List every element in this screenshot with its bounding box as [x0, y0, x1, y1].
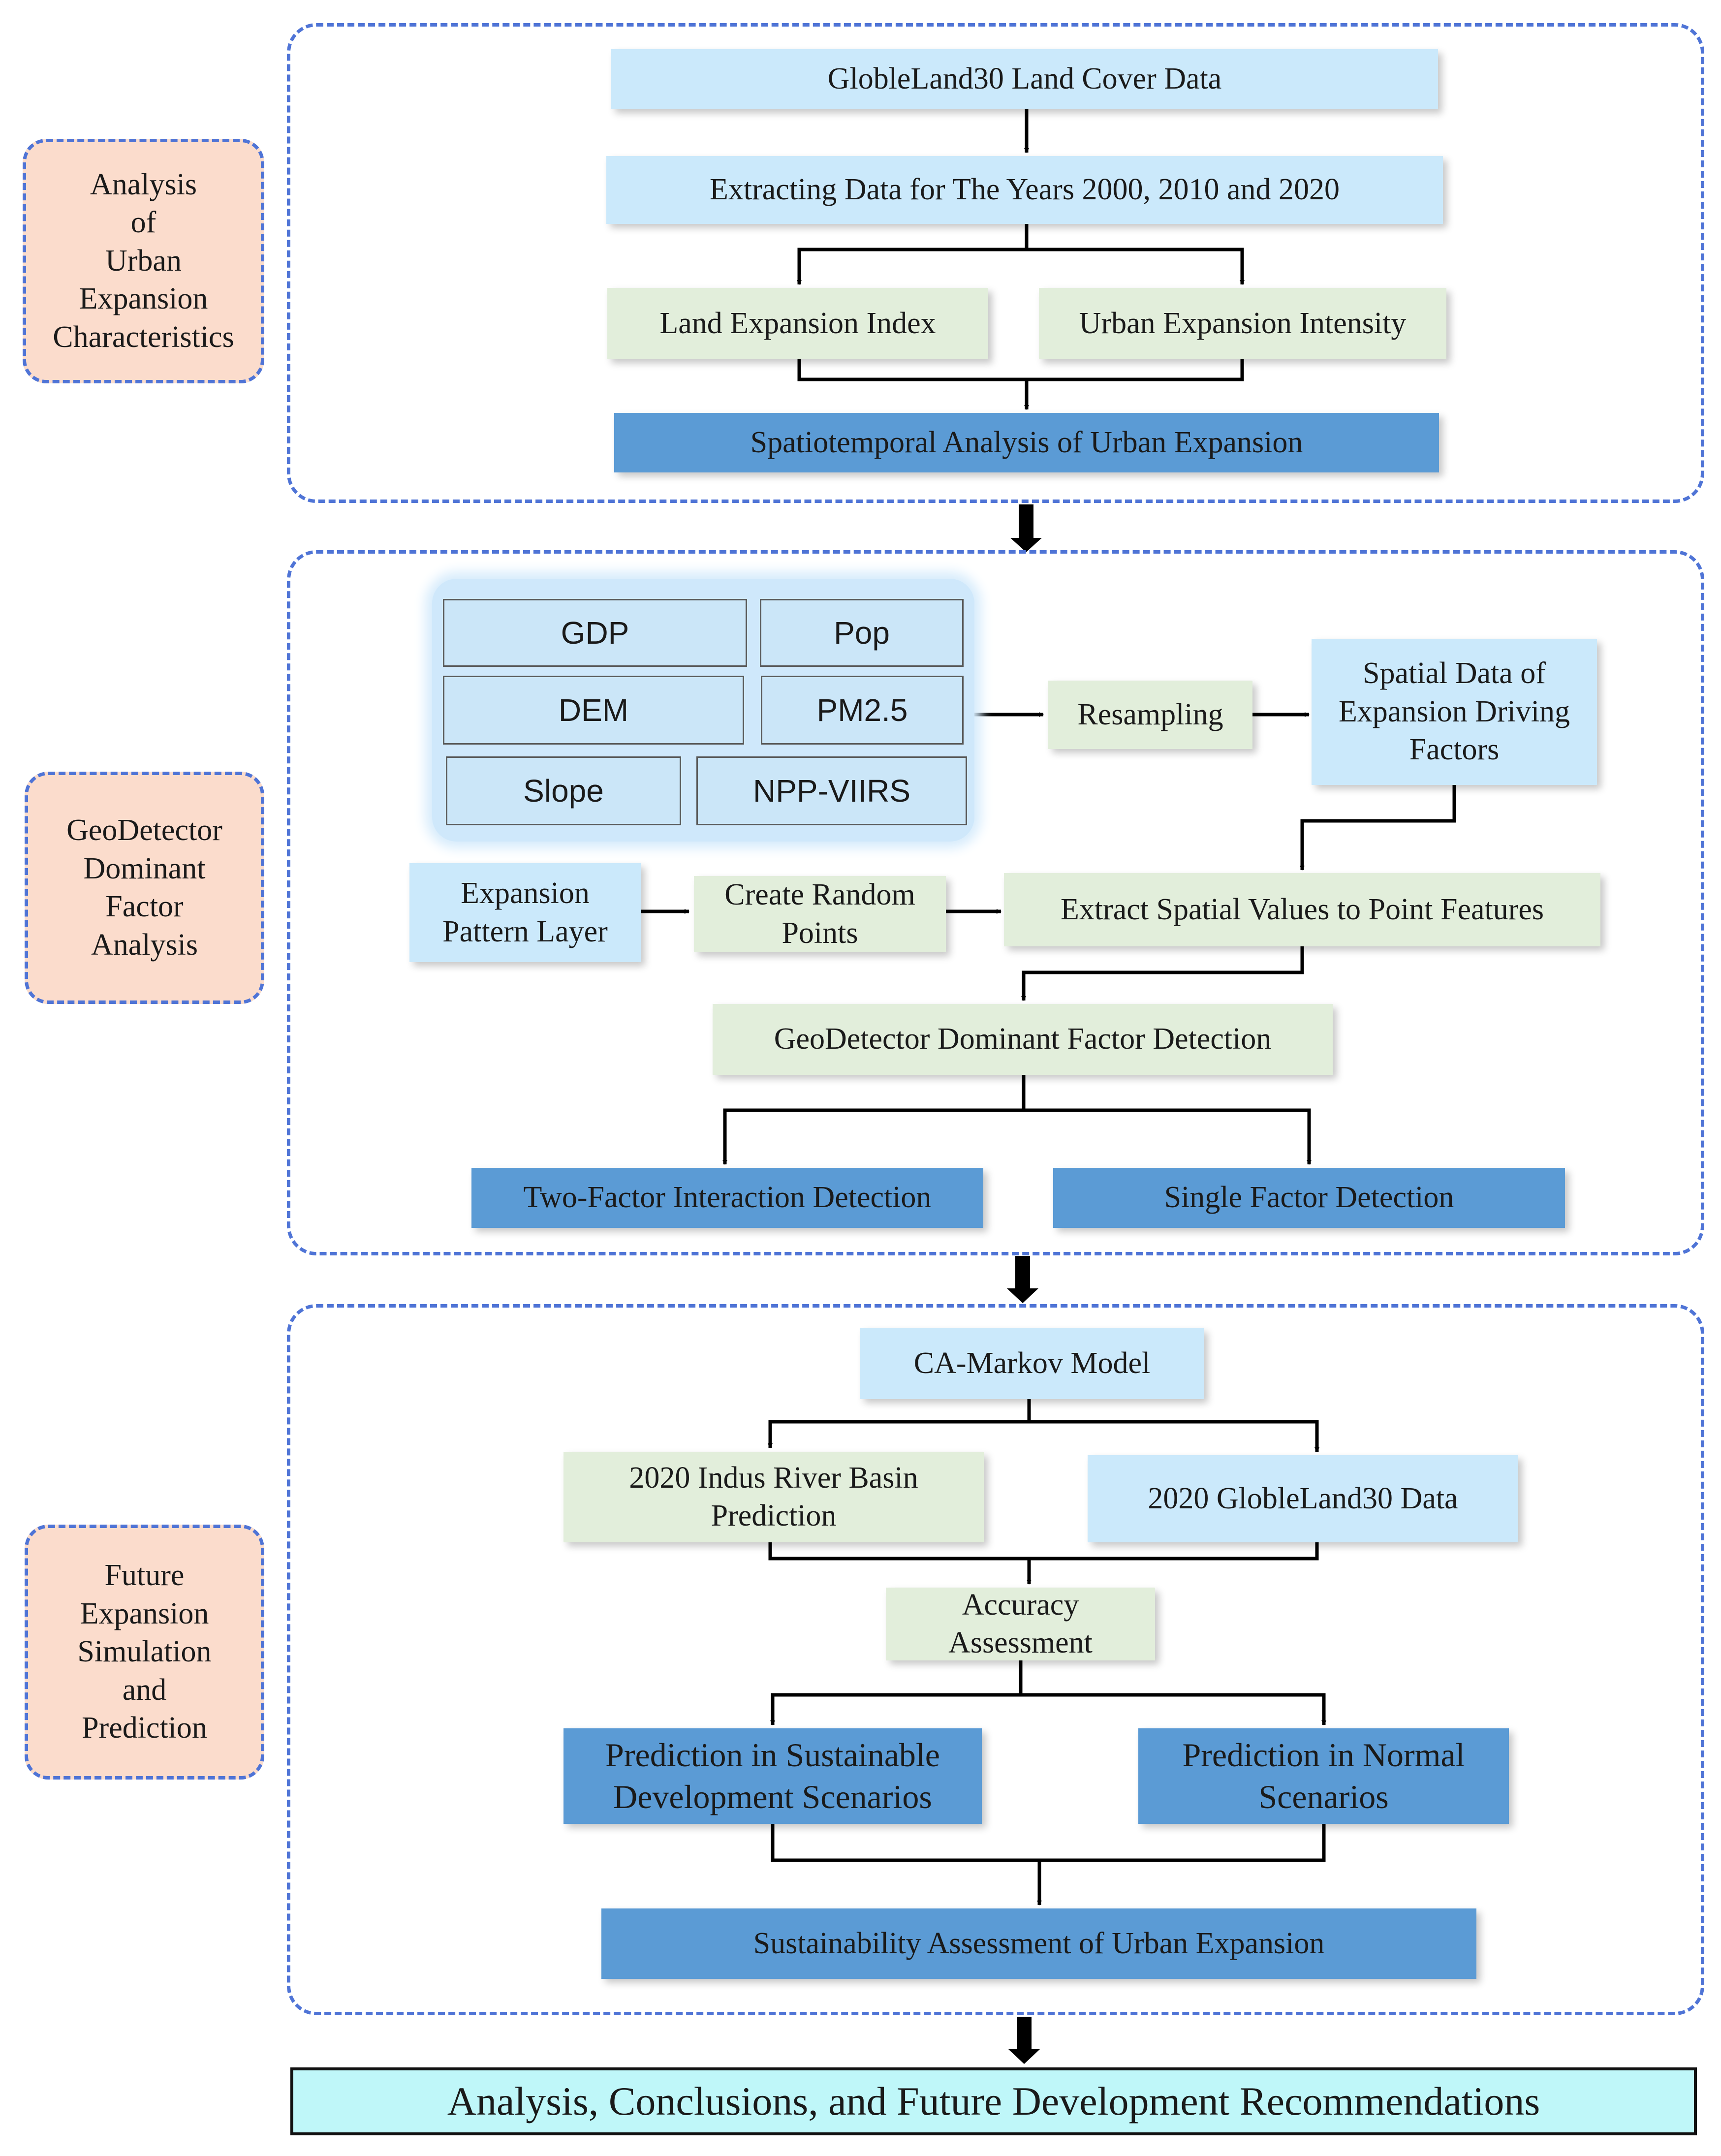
urban-expansion-intensity-node: Urban Expansion Intensity	[1039, 288, 1446, 359]
factor-gdp: GDP	[443, 599, 747, 667]
arrow-accuracy-to-sustainable	[770, 1660, 1023, 1725]
random-points-node: Create Random Points	[694, 876, 946, 952]
sustainable-scenario-node: Prediction in Sustainable Development Sc…	[563, 1728, 982, 1824]
extract-values-node: Extract Spatial Values to Point Features	[1004, 873, 1600, 946]
single-factor-node: Single Factor Detection	[1053, 1168, 1565, 1228]
panel-urban-expansion	[287, 23, 1704, 503]
spatial-data-node: Spatial Data of Expansion Driving Factor…	[1312, 639, 1597, 785]
two-factor-node: Two-Factor Interaction Detection	[471, 1168, 983, 1228]
stage-label-future: Future Expansion Simulation and Predicti…	[25, 1525, 264, 1780]
arrow-detection-to-single	[1024, 1108, 1312, 1165]
arrow-ca-to-globe2020	[1029, 1420, 1319, 1452]
final-conclusions-node: Analysis, Conclusions, and Future Develo…	[290, 2067, 1697, 2135]
land-expansion-index-node: Land Expansion Index	[607, 288, 988, 359]
accuracy-node: Accuracy Assessment	[886, 1588, 1155, 1660]
panel-geodetector	[287, 550, 1704, 1255]
factor-pm25: PM2.5	[761, 676, 964, 745]
arrow-spatial-to-extract	[1300, 785, 1456, 871]
arrow-extract-to-detection	[1021, 946, 1304, 1001]
factor-dem: DEM	[443, 676, 744, 745]
spatiotemporal-node: Spatiotemporal Analysis of Urban Expansi…	[614, 413, 1439, 472]
extracting-node: Extracting Data for The Years 2000, 2010…	[606, 156, 1443, 224]
globeland-node: GlobleLand30 Land Cover Data	[611, 49, 1438, 109]
big-arrow-1	[1010, 538, 1042, 552]
indus-prediction-node: 2020 Indus River Basin Prediction	[563, 1452, 984, 1542]
factor-npp-viirs: NPP-VIIRS	[696, 756, 967, 825]
globeland-2020-node: 2020 GlobleLand30 Data	[1088, 1455, 1518, 1542]
merge-line-validation	[768, 1542, 1319, 1561]
big-arrow-3	[1008, 2049, 1040, 2064]
panel-future-prediction	[287, 1304, 1704, 2015]
stage-label-geodetector: GeoDetector Dominant Factor Analysis	[25, 772, 264, 1004]
ca-markov-node: CA-Markov Model	[860, 1328, 1204, 1399]
merge-line-indices	[797, 359, 1244, 381]
arrow-ca-to-indus	[768, 1420, 1029, 1448]
arrow-accuracy-to-normal	[1021, 1693, 1326, 1725]
expansion-pattern-node: Expansion Pattern Layer	[409, 863, 641, 962]
dominant-detection-node: GeoDetector Dominant Factor Detection	[713, 1004, 1333, 1075]
merge-line-scenarios	[771, 1824, 1326, 1862]
stage-label-analysis: Analysis of Urban Expansion Characterist…	[23, 139, 264, 383]
arrow-extract-to-uei	[1027, 248, 1245, 285]
normal-scenario-node: Prediction in Normal Scenarios	[1138, 1728, 1509, 1824]
sustainability-node: Sustainability Assessment of Urban Expan…	[601, 1908, 1476, 1979]
resampling-node: Resampling	[1048, 681, 1252, 749]
factor-slope: Slope	[446, 756, 681, 825]
arrow-extract-to-lei	[797, 224, 1029, 285]
factor-pop: Pop	[760, 599, 964, 667]
arrow-detection-to-two-factor	[722, 1075, 1026, 1165]
big-arrow-2	[1007, 1288, 1038, 1303]
